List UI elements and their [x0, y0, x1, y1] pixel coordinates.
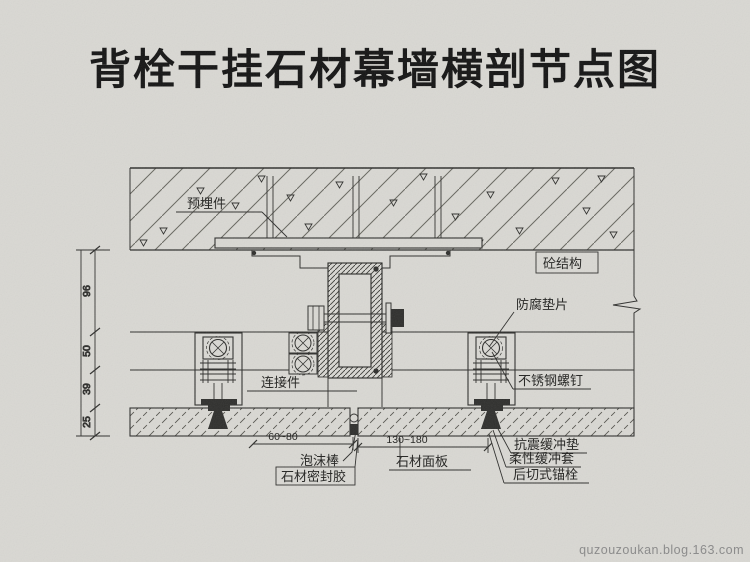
- watermark-url: quzouzoukan.blog.163.com: [579, 543, 744, 557]
